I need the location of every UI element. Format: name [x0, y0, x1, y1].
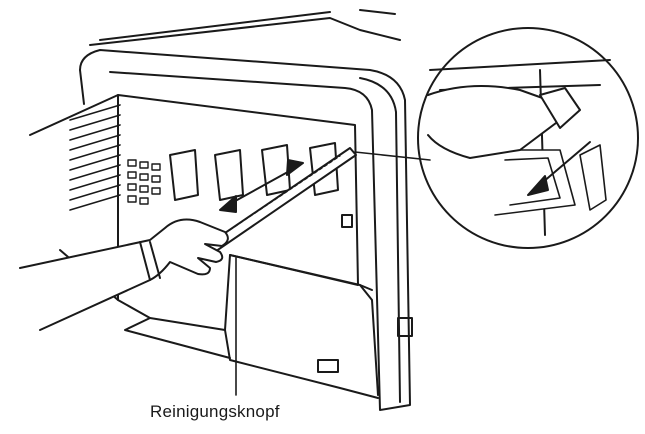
zoom-connector-line	[355, 152, 430, 160]
push-pull-arrow-icon	[220, 160, 303, 212]
detail-zoom-circle	[418, 28, 638, 248]
hand-illustration	[20, 220, 228, 330]
callout-label: Reinigungsknopf	[150, 402, 280, 421]
